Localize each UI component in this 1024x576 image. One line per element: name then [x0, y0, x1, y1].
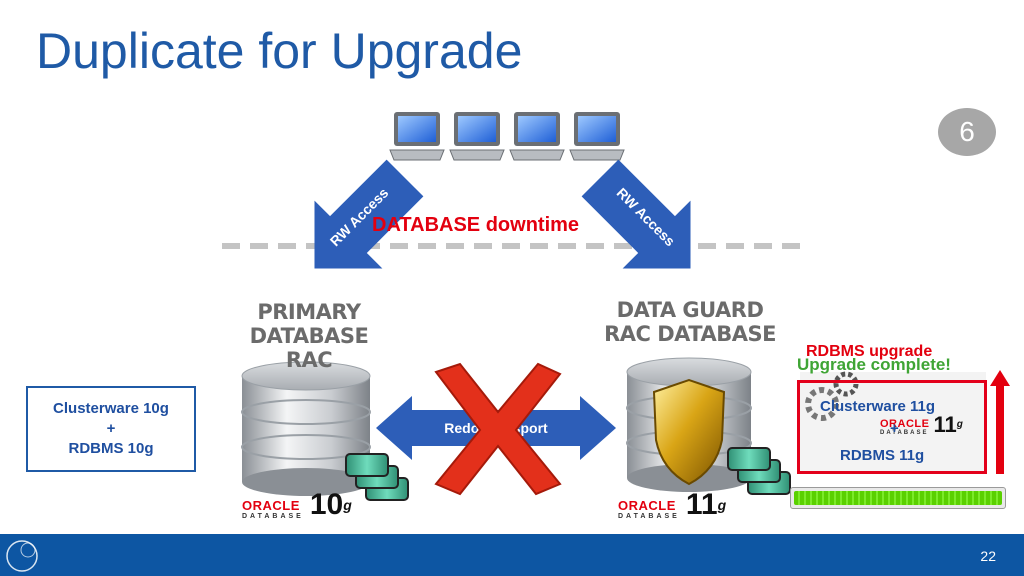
upgrade-status: Upgrade complete! [797, 355, 951, 374]
upgrade-highlight-box [797, 380, 987, 474]
oracle-version-text: 10 [309, 488, 344, 521]
upgrade-progress-fill [794, 491, 1002, 505]
shield-icon [652, 378, 726, 486]
client-laptops [389, 112, 625, 161]
cern-logo-icon [6, 540, 38, 572]
page-number: 22 [980, 548, 996, 564]
oracle-brand-text: ORACLE [618, 498, 676, 513]
downtime-label: DATABASE downtime [372, 214, 580, 236]
step-badge: 6 [938, 108, 996, 156]
standby-database-label: DATA GUARD RAC DATABASE [604, 298, 776, 346]
oracle-11g-small-logo: ORACLE DATABASE 11g [880, 412, 963, 437]
rdbms-10g-text: RDBMS 10g [68, 440, 154, 457]
oracle-product-text: DATABASE [618, 513, 680, 520]
plus-text: + [106, 420, 116, 437]
storage-disks-icon [727, 447, 791, 495]
oracle-version-suffix: g [343, 497, 352, 513]
oracle-brand-text: ORACLE [242, 498, 300, 513]
primary-database-icon [241, 361, 371, 496]
laptop-icon [389, 112, 445, 161]
oracle-version-text: 11 [685, 488, 718, 521]
broken-link-x-icon [434, 362, 562, 496]
oracle-11g-logo: ORACLE DATABASE 11g [618, 488, 727, 521]
upgrade-progress-bar [790, 487, 1006, 509]
current-version-box: Clusterware 10g + RDBMS 10g [26, 386, 196, 472]
upgrade-plus-text: + [890, 420, 899, 437]
laptop-icon [569, 112, 625, 161]
oracle-product-text: DATABASE [880, 430, 929, 436]
upgrade-title: RDBMS upgrade [806, 343, 933, 360]
oracle-10g-logo: ORACLE DATABASE 10g [242, 488, 352, 521]
standby-label-line1: DATA GUARD [616, 298, 764, 322]
primary-label-line1: PRIMARY [257, 300, 361, 324]
upgrade-panel-background [800, 371, 986, 472]
oracle-version-suffix: g [717, 497, 727, 513]
clusterware-11g-text: Clusterware 11g [820, 398, 936, 415]
standby-label-line2: RAC DATABASE [604, 322, 776, 346]
footer-bar [0, 534, 1024, 576]
laptop-icon [509, 112, 565, 161]
slide-title: Duplicate for Upgrade [36, 23, 523, 79]
upgrade-up-arrow-icon [990, 370, 1010, 474]
laptop-icon [449, 112, 505, 161]
rdbms-11g-text: RDBMS 11g [840, 447, 925, 464]
oracle-version-suffix: g [956, 419, 963, 430]
oracle-version-text: 11 [933, 412, 957, 437]
primary-label-line2: DATABASE RAC [249, 324, 369, 372]
primary-database-label: PRIMARY DATABASE RAC [224, 300, 394, 372]
rw-access-arrow-right: RW Access [581, 159, 691, 269]
oracle-brand-text: ORACLE [880, 418, 930, 430]
clusterware-10g-text: Clusterware 10g [53, 400, 169, 417]
storage-disks-icon [345, 453, 409, 501]
oracle-product-text: DATABASE [242, 513, 304, 520]
